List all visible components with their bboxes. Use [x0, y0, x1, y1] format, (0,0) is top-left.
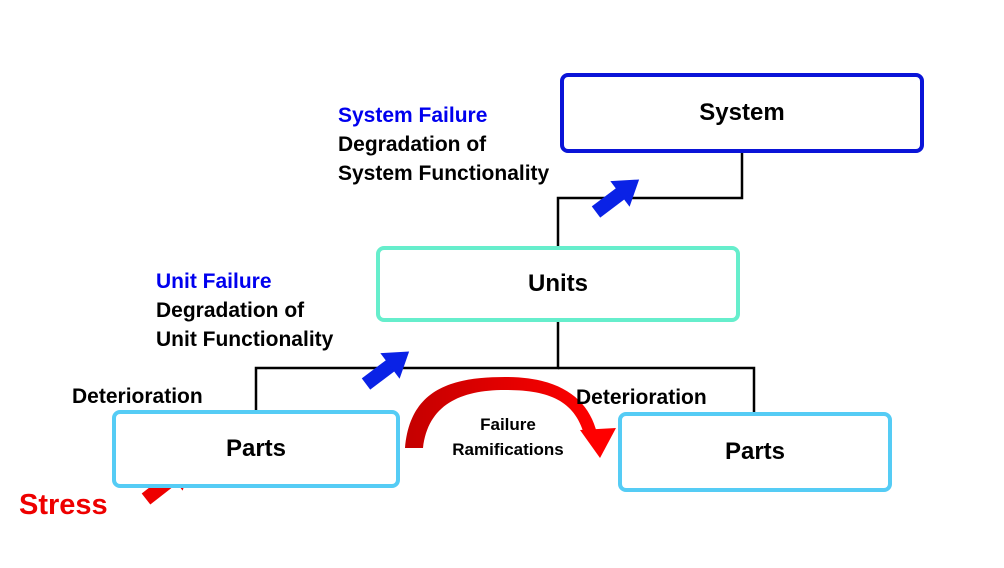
system-failure-annotation: System Failure Degradation of System Fun…: [338, 101, 549, 188]
unit-failure-line1: Degradation of: [156, 299, 305, 322]
failure-ramifications-line2: Ramifications: [452, 440, 564, 459]
parts-left-node-label: Parts: [225, 435, 287, 462]
connector-units-parts: [254, 320, 560, 412]
system-node: System: [560, 73, 924, 153]
system-failure-title: System Failure: [338, 104, 488, 127]
failure-ramifications-line1: Failure: [480, 415, 536, 434]
system-node-label: System: [699, 99, 785, 126]
parts-right-node-label: Parts: [724, 438, 786, 465]
unit-failure-line2: Unit Functionality: [156, 328, 334, 351]
deterioration-left-label: Deterioration: [72, 385, 203, 408]
system-failure-line1: Degradation of: [338, 133, 487, 156]
units-node: Units: [376, 246, 740, 322]
system-failure-line2: System Functionality: [338, 162, 550, 185]
unit-failure-arrow: [361, 351, 410, 390]
deterioration-right-label: Deterioration: [576, 386, 707, 409]
unit-failure-annotation: Unit Failure Degradation of Unit Functio…: [156, 267, 333, 354]
system-failure-arrow: [591, 179, 640, 218]
parts-left-node: Parts: [112, 410, 400, 488]
connector-units-parts-right: [558, 366, 756, 414]
failure-ramifications-arrow: [405, 377, 616, 458]
failure-ramifications-label: Failure Ramifications: [430, 412, 586, 462]
unit-failure-title: Unit Failure: [156, 270, 272, 293]
connector-system-units: [556, 150, 744, 248]
parts-right-node: Parts: [618, 412, 892, 492]
stress-label: Stress: [19, 489, 108, 521]
units-node-label: Units: [528, 270, 588, 297]
